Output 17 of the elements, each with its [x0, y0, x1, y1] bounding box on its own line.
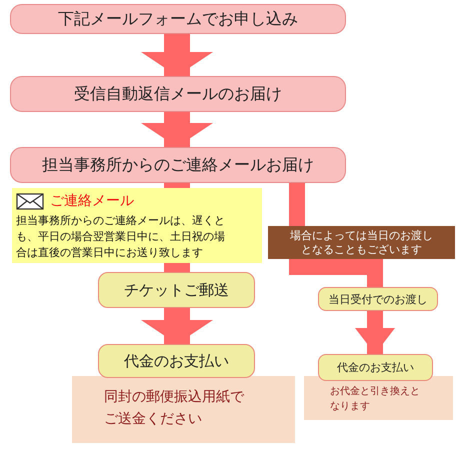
note-heading: ご連絡メール — [50, 192, 134, 210]
process-box: 受信自動返信メールのお届け — [10, 76, 346, 112]
note-text: 担当事務所からのご連絡メールは、遅くとも、平日の場合翌営業日中に、土日祝の場合は直後の営業日中にお送り致します — [16, 213, 226, 261]
process-box: 代金のお支払い — [318, 354, 433, 381]
note-box: お代金と引き換えとなります — [304, 376, 453, 420]
process-box: チケットご郵送 — [98, 272, 255, 308]
process-box: 下記メールフォームでお申し込み — [10, 4, 346, 34]
arrow — [141, 112, 213, 147]
note-box: 場合によっては当日のお渡しとなることもございます — [268, 226, 455, 259]
arrow — [141, 308, 213, 344]
process-box: 代金のお支払い — [98, 344, 255, 378]
note-box: 同封の郵便振込用紙でご送金ください — [72, 376, 295, 443]
arrow — [141, 34, 213, 76]
note-box — [12, 188, 262, 263]
process-box: 担当事務所からのご連絡メールお届け — [10, 147, 346, 183]
arrow — [355, 311, 395, 354]
process-box: 当日受付でのお渡し — [318, 287, 438, 311]
